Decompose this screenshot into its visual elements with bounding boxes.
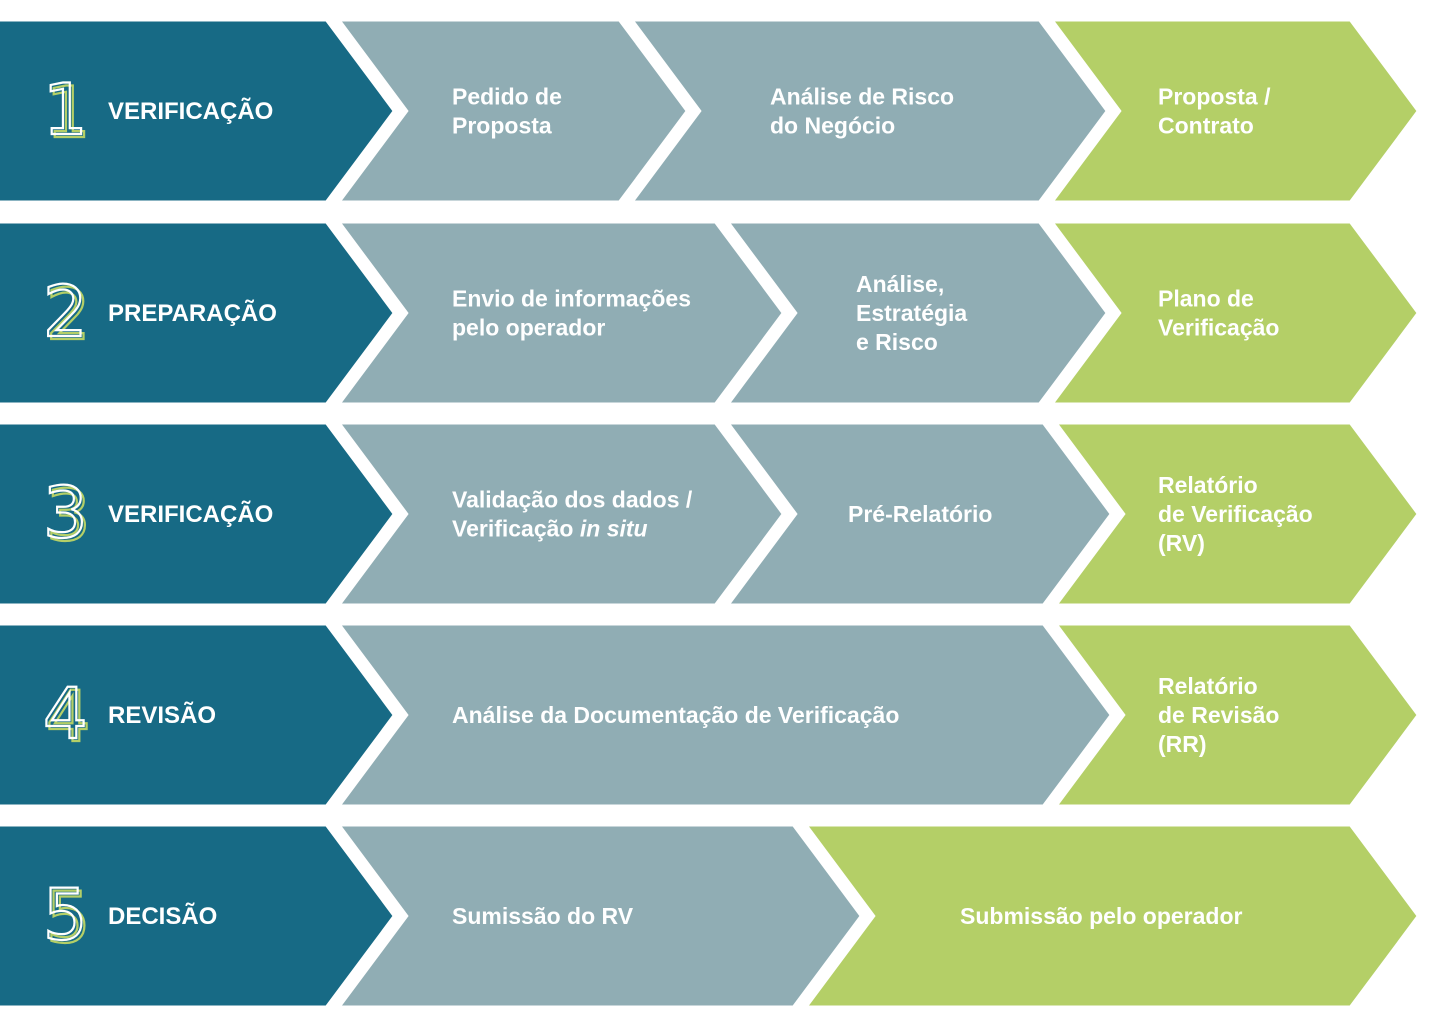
process-label: Análise, Estratégia e Risco — [856, 271, 967, 355]
row-2: 22 PREPARAÇÃO Envio de informações pelo ope… — [0, 214, 1428, 412]
output-label: Submissão pelo operador — [960, 903, 1242, 929]
label-line: Sumissão do RV — [452, 903, 634, 929]
label-line: pelo operador — [452, 315, 605, 341]
process-label: Análise da Documentação de Verificação — [452, 702, 899, 728]
output-label: Proposta / Contrato — [1158, 84, 1271, 139]
output-label: Plano de Verificação — [1158, 286, 1279, 341]
process-chevron — [324, 12, 697, 210]
step-number-outline: 3 — [43, 472, 88, 554]
process-chevron — [324, 214, 793, 412]
step-name: DECISÃO — [108, 902, 217, 930]
step-number-shadow: 4 — [46, 676, 91, 758]
step-number-shadow: 1 — [46, 72, 91, 154]
step-number-outline: 5 — [43, 874, 88, 956]
label-line: Análise, — [856, 271, 944, 297]
process-chevron — [324, 415, 793, 613]
label-line: Análise de Risco — [770, 84, 954, 110]
process-label: Análise de Risco do Negócio — [770, 84, 954, 139]
step-number: 55 — [42, 873, 92, 960]
process-label: Sumissão do RV — [452, 903, 634, 929]
label-line: Pré-Relatório — [848, 501, 992, 527]
process-chevron — [324, 616, 1121, 814]
step-number-shadow: 2 — [46, 274, 91, 356]
label-italic: in situ — [580, 516, 648, 542]
label-line: Relatório — [1158, 472, 1258, 498]
label-line: Análise da Documentação de Verificação — [452, 702, 899, 728]
process-chevron — [617, 12, 1117, 210]
label-line: Verificação — [452, 516, 580, 542]
step-number: 44 — [42, 672, 92, 759]
label-line: Pedido de — [452, 84, 562, 110]
process-label: Validação dos dados / Verificação in situ — [452, 487, 693, 542]
step-name: VERIFICAÇÃO — [108, 97, 273, 125]
label-line: Envio de informações — [452, 286, 691, 312]
label-line: Relatório — [1158, 673, 1258, 699]
process-label: Envio de informações pelo operador — [452, 286, 691, 341]
label-line: de Verificação — [1158, 501, 1313, 527]
step-number-outline: 4 — [43, 673, 88, 755]
label-line: Contrato — [1158, 113, 1254, 139]
step-number-outline: 1 — [43, 69, 88, 151]
label-line: Verificação — [1158, 315, 1279, 341]
label-line: Submissão pelo operador — [960, 903, 1242, 929]
label-line: (RR) — [1158, 731, 1207, 757]
label-line: Proposta / — [1158, 84, 1271, 110]
step-number: 33 — [42, 471, 92, 558]
label-line: Proposta — [452, 113, 552, 139]
label-line: do Negócio — [770, 113, 895, 139]
label-line: Plano de — [1158, 286, 1254, 312]
step-number: 11 — [42, 68, 92, 155]
output-label: Relatório de Verificação (RV) — [1158, 472, 1313, 556]
process-chevron — [324, 817, 871, 1015]
row-1: 11 VERIFICAÇÃO Pedido de Proposta Análise de… — [0, 12, 1428, 210]
step-name: PREPARAÇÃO — [108, 299, 277, 327]
step-name: REVISÃO — [108, 701, 216, 729]
label-line: e Risco — [856, 329, 938, 355]
step-number-shadow: 5 — [46, 877, 91, 959]
label-line: Validação dos dados / — [452, 487, 693, 513]
process-label: Pedido de Proposta — [452, 84, 562, 139]
row-4: 44 REVISÃO Análise da Documentação de Veri… — [0, 616, 1428, 814]
row-3: 33 VERIFICAÇÃO Validação dos dados / Verifi… — [0, 415, 1428, 613]
step-number-shadow: 3 — [46, 475, 91, 557]
row-5: 55 DECISÃO Sumissão do RV Submissão pelo op… — [0, 817, 1428, 1015]
label-line: de Revisão — [1158, 702, 1279, 728]
step-number: 22 — [42, 270, 92, 357]
label-line: (RV) — [1158, 530, 1205, 556]
output-label: Relatório de Revisão (RR) — [1158, 673, 1279, 757]
step-name: VERIFICAÇÃO — [108, 500, 273, 528]
step-number-outline: 2 — [43, 271, 88, 353]
process-label: Pré-Relatório — [848, 501, 992, 527]
label-line: Estratégia — [856, 300, 967, 326]
